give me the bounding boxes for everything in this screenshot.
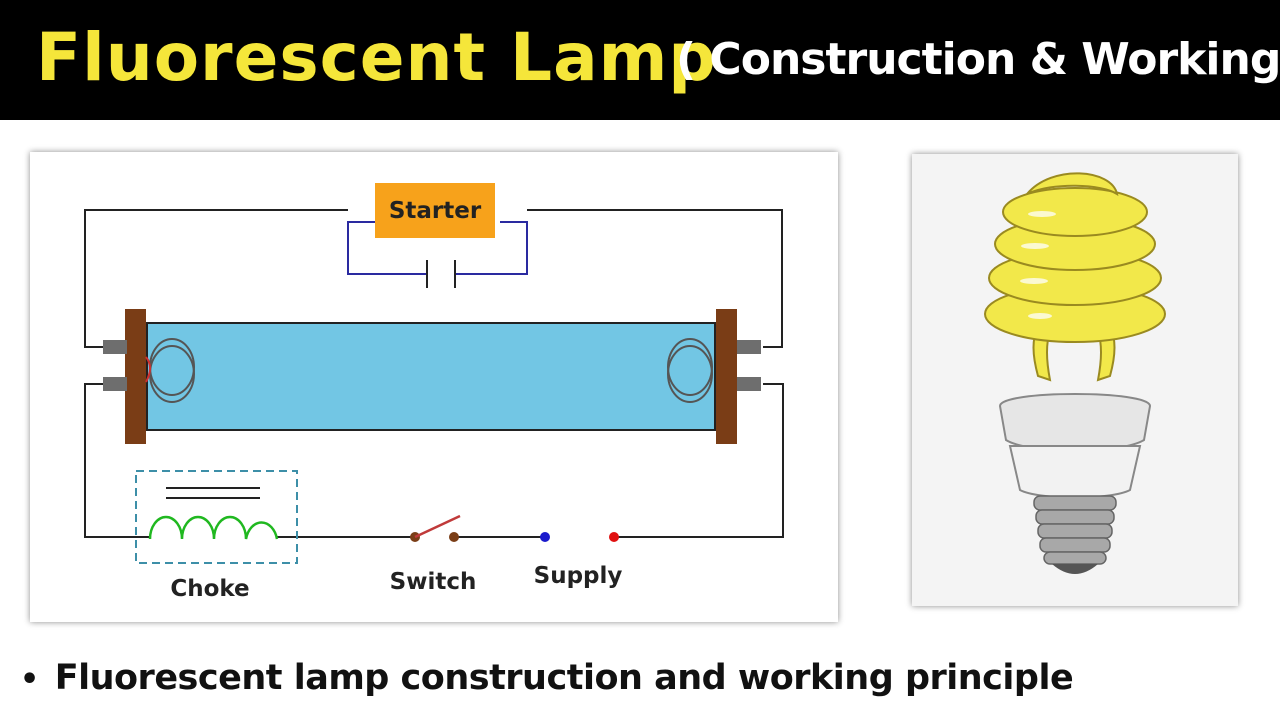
fluorescent-tube (146, 322, 716, 431)
circuit-diagram: Starter (84, 183, 784, 602)
bulb-image-panel (912, 154, 1238, 606)
pin-left-top (103, 340, 127, 354)
bulb-screw (1033, 495, 1117, 565)
pin-left-bottom (103, 377, 127, 391)
caption: • Fluorescent lamp construction and worki… (20, 650, 1074, 708)
wire-top-left (84, 209, 348, 348)
filament-left-glow (145, 356, 151, 383)
page-subtitle: ( Construction & Working ) (676, 34, 1280, 85)
end-cap-right (716, 309, 737, 444)
caption-bullet: • (20, 662, 39, 697)
filament-right (667, 338, 713, 403)
wire-bottom-left (84, 383, 150, 538)
supply-terminal-negative (540, 532, 550, 542)
circuit-diagram-panel: Starter (30, 152, 838, 622)
switch-terminal-right (449, 532, 459, 542)
cfl-bulb-icon (984, 172, 1166, 574)
bulb-base (998, 393, 1152, 452)
choke-label: Choke (170, 576, 249, 602)
choke-coil (148, 515, 279, 540)
starter-label: Starter (389, 198, 482, 224)
supply-label: Supply (534, 563, 623, 589)
pin-right-bottom (737, 377, 761, 391)
spiral-tube (984, 172, 1166, 382)
bulb-tip (1052, 564, 1098, 574)
switch-lever (414, 514, 461, 539)
page-title: Fluorescent Lamp (36, 19, 717, 96)
switch-label: Switch (390, 569, 477, 595)
supply-terminal-positive (609, 532, 619, 542)
starter-capacitor (347, 221, 528, 288)
caption-text: Fluorescent lamp construction and workin… (54, 658, 1074, 698)
wire-top-right (527, 209, 783, 348)
bulb-neck (1008, 445, 1142, 499)
choke-box (135, 470, 298, 564)
wire-bottom-right (614, 383, 784, 538)
starter-box (375, 183, 495, 238)
header-bar: Fluorescent Lamp ( Construction & Workin… (0, 0, 1280, 120)
pin-right-top (737, 340, 761, 354)
end-cap-left (125, 309, 146, 444)
